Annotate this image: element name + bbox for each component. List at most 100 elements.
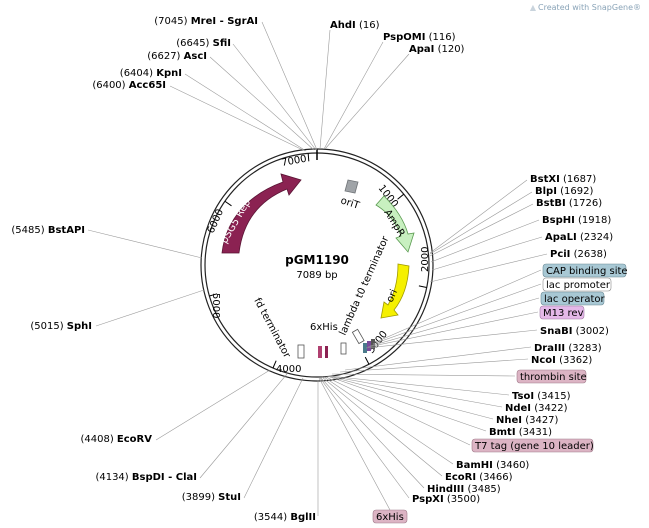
site-bstbi[interactable]: BstBI (1726) [536, 198, 602, 209]
ori-feature[interactable] [380, 263, 410, 319]
tick-label-5000: 5000 [210, 293, 221, 318]
site-ecorv[interactable]: (4408) EcoRV [80, 434, 152, 445]
leader-line [326, 375, 487, 432]
site-apali[interactable]: ApaLI (2324) [545, 232, 613, 243]
tick-mark-4 [272, 360, 277, 369]
left-sites: (7045) MreI - SgrAI (6645) SfiI (6627) A… [11, 16, 316, 523]
site-ndei[interactable]: NdeI (3422) [505, 403, 568, 414]
cap-site-mark [363, 343, 367, 353]
site-hindiii[interactable]: HindIII (3485) [427, 484, 501, 495]
site-snabi[interactable]: SnaBI (3002) [540, 326, 609, 337]
lambda-t0-terminator-feature[interactable] [351, 328, 365, 345]
box-m13-rev-text: M13 rev [543, 308, 584, 319]
site-bstxi[interactable]: BstXI (1687) [530, 174, 596, 185]
lac-operator-mark [367, 341, 371, 351]
site-nhei[interactable]: NheI (3427) [496, 415, 559, 426]
leader-line [325, 376, 471, 446]
leader-line [209, 56, 315, 151]
site-bstapi[interactable]: (5485) BstAPI [11, 225, 85, 236]
site-bspdi-clai[interactable]: (4134) BspDI - ClaI [95, 472, 197, 483]
leader-line [430, 219, 540, 263]
site-bamhi[interactable]: BamHI (3460) [456, 460, 529, 471]
site-tsoi[interactable]: TsoI (3415) [512, 391, 571, 402]
leader-line [431, 236, 543, 271]
box-m13-rev[interactable]: M13 rev [539, 305, 585, 320]
leader-line [155, 369, 271, 441]
fd-terminator-label: fd terminator [251, 296, 292, 360]
box-thrombin-site-text: thrombin site [520, 372, 587, 383]
box-6xhis-bg [372, 509, 408, 524]
orit-feature[interactable] [344, 179, 359, 194]
leader-line [321, 376, 443, 477]
site-ncoi[interactable]: NcoI (3362) [531, 355, 592, 366]
leader-line [375, 269, 542, 343]
leader-line [329, 375, 510, 396]
site-mrei-sgrai[interactable]: (7045) MreI - SgrAI [154, 16, 258, 27]
site-pcii[interactable]: PciI (2638) [550, 249, 607, 260]
leader-line [318, 377, 391, 511]
ampr-feature[interactable] [375, 195, 415, 253]
box-lac-operator[interactable]: lac operator [540, 291, 605, 306]
box-lac-promoter[interactable]: lac promoter [542, 277, 612, 292]
site-bsphi[interactable]: BspHI (1918) [542, 215, 611, 226]
site-pspomi[interactable]: PspOMI (116) [383, 32, 456, 43]
leader-line [319, 29, 331, 150]
lambda-t0-terminator-label: lambda t0 terminator [338, 234, 392, 337]
box-cap-binding-site-text: CAP binding site [546, 266, 628, 277]
leader-line [261, 21, 318, 151]
backbone-ticks [209, 153, 427, 369]
site-acc65i[interactable]: (6400) Acc65I [92, 80, 166, 91]
box-cap-binding-site[interactable]: CAP binding site [542, 263, 628, 278]
leader-line [169, 85, 306, 152]
site-blpi[interactable]: BlpI (1692) [535, 186, 593, 197]
site-asci[interactable]: (6627) AscI [147, 51, 207, 62]
top-sites: AhdI (16) PspOMI (116) ApaI (120) [330, 20, 465, 55]
site-stui[interactable]: (3899) StuI [182, 492, 241, 503]
psg5-rep-feature[interactable] [221, 173, 302, 254]
snapgene-logo-icon: ▲ [529, 3, 537, 12]
box-t7-tag[interactable]: T7 tag (gene 10 leader) [471, 438, 594, 453]
right-sites: BstXI (1687) BlpI (1692) BstBI (1726) Bs… [412, 174, 613, 505]
site-ahdi[interactable]: AhdI (16) [330, 20, 380, 31]
box-lac-promoter-bg [542, 277, 612, 292]
site-pspxi[interactable]: PspXI (3500) [412, 494, 480, 505]
site-sfii[interactable]: (6645) SfiI [176, 38, 231, 49]
box-thrombin-site[interactable]: thrombin site [516, 369, 587, 384]
ori-label: ori [385, 288, 400, 304]
tick-label-4000: 4000 [276, 364, 301, 375]
leader-line [320, 377, 425, 489]
leader-line [232, 43, 317, 151]
tick-label-6000: 6000 [206, 207, 226, 235]
box-6xhis[interactable]: 6xHis [372, 509, 408, 524]
box-thrombin-site-bg [516, 369, 587, 384]
leader-line [331, 373, 516, 377]
box-lac-promoter-text: lac promoter [546, 280, 611, 291]
box-cap-binding-site-bg [542, 263, 627, 278]
site-apai[interactable]: ApaI (120) [409, 44, 465, 55]
site-bmti[interactable]: BmtI (3431) [489, 427, 552, 438]
orit-label: oriT [339, 195, 361, 212]
leader-line [429, 253, 548, 283]
site-kpni[interactable]: (6404) KpnI [120, 68, 182, 79]
brand-text: Created with SnapGene® [538, 3, 641, 12]
leader-line [429, 191, 533, 255]
leader-line [429, 203, 534, 257]
leader-line [199, 373, 288, 479]
site-ecori[interactable]: EcoRI (3466) [445, 472, 513, 483]
leader-line [87, 229, 203, 259]
site-bglii[interactable]: (3544) BglII [254, 512, 316, 523]
site-draiii[interactable]: DraIII (3283) [534, 343, 602, 354]
plasmid-length: 7089 bp [296, 270, 337, 281]
tick-mark-3 [364, 356, 370, 365]
fd-terminator-feature[interactable] [297, 344, 305, 359]
leader-line [328, 375, 503, 408]
tick-mark-7 [307, 153, 310, 162]
tick-label-7000: 7000 [281, 154, 308, 169]
box-lac-operator-bg [540, 291, 605, 306]
box-m13-rev-bg [539, 305, 585, 320]
site-sphi[interactable]: (5015) SphI [30, 321, 92, 332]
leader-line [323, 41, 384, 150]
box-t7-tag-text: T7 tag (gene 10 leader) [474, 441, 594, 452]
leader-line [372, 283, 542, 345]
leader-lines [87, 21, 548, 516]
